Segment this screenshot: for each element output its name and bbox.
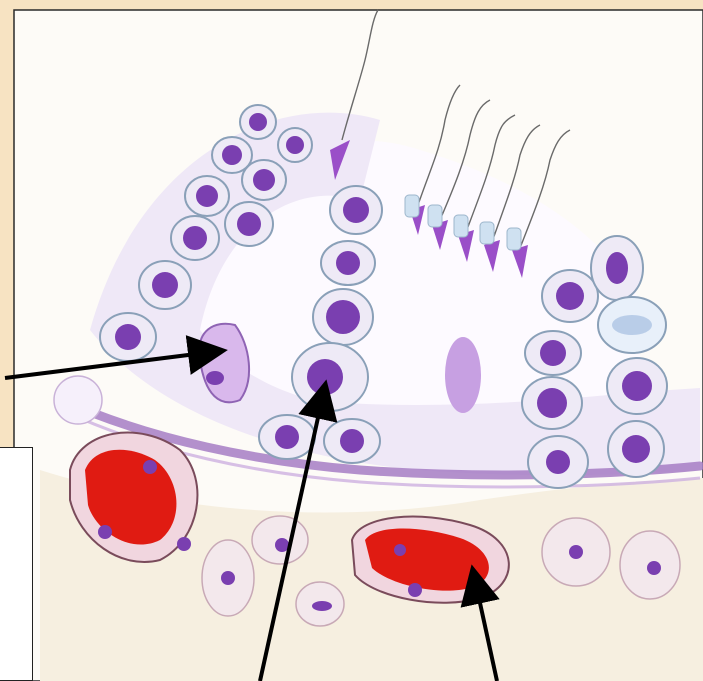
label-panel bbox=[0, 447, 33, 681]
sertoli-cell-middle bbox=[445, 337, 481, 413]
